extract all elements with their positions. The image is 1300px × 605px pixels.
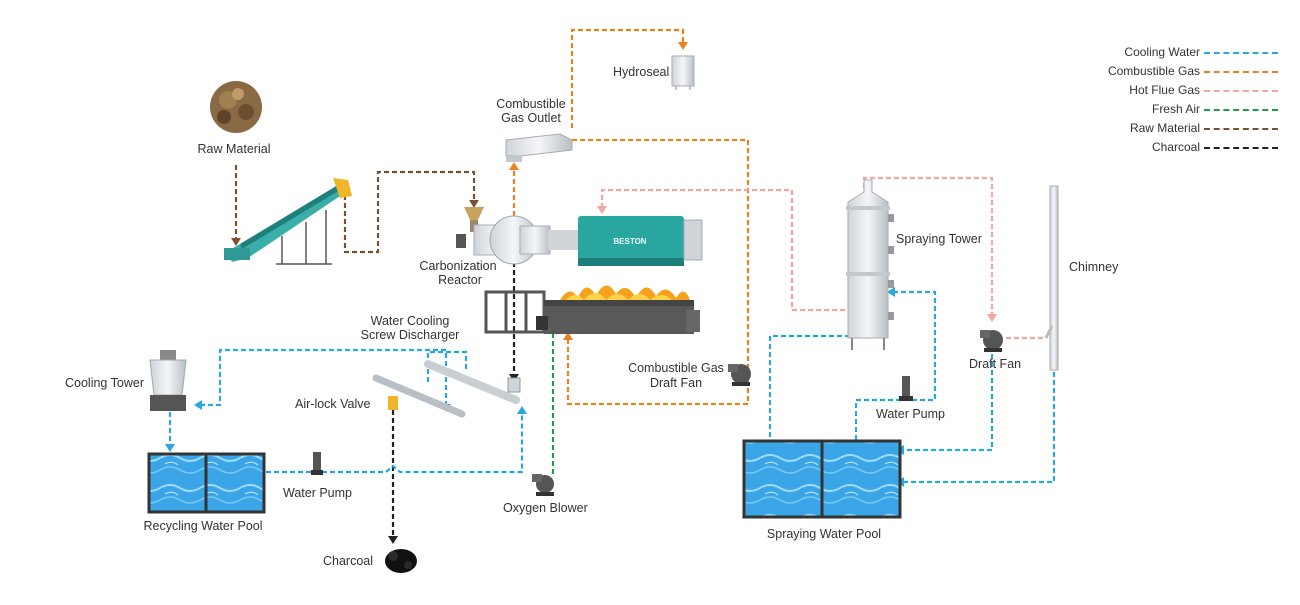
combustible-gas-outlet-label-line2: Gas Outlet <box>501 111 561 125</box>
legend-item-raw-material: Raw Material <box>1080 120 1290 139</box>
combustible-gas-lines <box>512 28 750 406</box>
legend-item-hot-flue-gas: Hot Flue Gas <box>1080 82 1290 101</box>
legend: Cooling Water Combustible Gas Hot Flue G… <box>1080 44 1290 158</box>
water-pump-right-label: Water Pump <box>876 407 946 421</box>
raw-material-lines <box>234 165 476 254</box>
legend-item-charcoal: Charcoal <box>1080 139 1290 158</box>
combustible-gas-outlet <box>505 133 573 162</box>
carbonization-reactor: BESTON <box>473 215 703 266</box>
hot-flue-gas-arrows <box>597 206 997 322</box>
legend-item-combustible-gas: Combustible Gas <box>1080 63 1290 82</box>
legend-swatch <box>1204 128 1278 130</box>
combustible-gas-draft-fan <box>728 364 751 386</box>
cooling-tower <box>149 350 187 411</box>
spraying-tower-label: Spraying Tower <box>896 232 982 246</box>
water-pump-left <box>311 452 323 475</box>
raw-material-arrows <box>231 200 479 246</box>
carbonization-reactor-label-line2: Reactor <box>438 273 482 287</box>
screw-discharger-label-line1: Water Cooling <box>370 314 450 328</box>
water-pump-left-label: Water Pump <box>283 486 353 500</box>
charcoal-lines <box>391 262 516 540</box>
recycling-water-pool-label: Recycling Water Pool <box>143 519 263 533</box>
inclined-conveyor <box>224 178 352 265</box>
legend-label: Fresh Air <box>1151 102 1200 116</box>
water-cooling-screw-discharger <box>372 360 521 418</box>
oxygen-blower-label: Oxygen Blower <box>503 501 588 515</box>
legend-swatch <box>1204 147 1278 149</box>
screw-discharger-label-line2: Screw Discharger <box>360 328 460 342</box>
raw-material-pile <box>210 81 262 133</box>
chimney-label: Chimney <box>1069 260 1119 274</box>
hydroseal-tank <box>671 55 695 90</box>
legend-swatch <box>1204 109 1278 111</box>
reactor-brand: BESTON <box>613 237 646 246</box>
legend-label: Charcoal <box>1151 140 1200 154</box>
legend-swatch <box>1204 52 1278 54</box>
spraying-water-pool-label: Spraying Water Pool <box>766 527 882 541</box>
flames <box>560 285 690 300</box>
hydroseal-label: Hydroseal <box>613 65 670 79</box>
legend-swatch <box>1204 71 1278 73</box>
water-pump-right <box>899 376 913 401</box>
draft-fan-label: Draft Fan <box>969 357 1022 371</box>
spraying-tower <box>846 179 894 350</box>
legend-swatch <box>1204 90 1278 92</box>
charcoal-pile <box>385 549 417 573</box>
air-lock-valve-label: Air-lock Valve <box>295 397 371 411</box>
raw-material-label: Raw Material <box>197 142 271 156</box>
charcoal-label: Charcoal <box>323 554 374 568</box>
combustion-chamber <box>484 285 700 334</box>
legend-label: Raw Material <box>1129 121 1200 135</box>
legend-item-cooling-water: Cooling Water <box>1080 44 1290 63</box>
combustible-gas-draft-fan-label-line1: Combustible Gas <box>628 361 724 375</box>
legend-label: Combustible Gas <box>1107 64 1200 78</box>
cooling-tower-label: Cooling Tower <box>65 376 144 390</box>
spraying-water-pool <box>742 439 902 519</box>
oxygen-blower <box>532 474 554 496</box>
combustible-gas-draft-fan-label-line2: Draft Fan <box>649 376 703 390</box>
legend-label: Cooling Water <box>1124 45 1200 59</box>
legend-item-fresh-air: Fresh Air <box>1080 101 1290 120</box>
draft-fan <box>980 330 1003 352</box>
carbonization-reactor-label-line1: Carbonization <box>419 259 497 273</box>
combustible-gas-arrows <box>509 42 688 340</box>
recycling-water-pool <box>147 452 266 514</box>
chimney <box>1044 185 1059 371</box>
combustible-gas-outlet-label-line1: Combustible <box>496 97 566 111</box>
legend-label: Hot Flue Gas <box>1129 83 1200 97</box>
